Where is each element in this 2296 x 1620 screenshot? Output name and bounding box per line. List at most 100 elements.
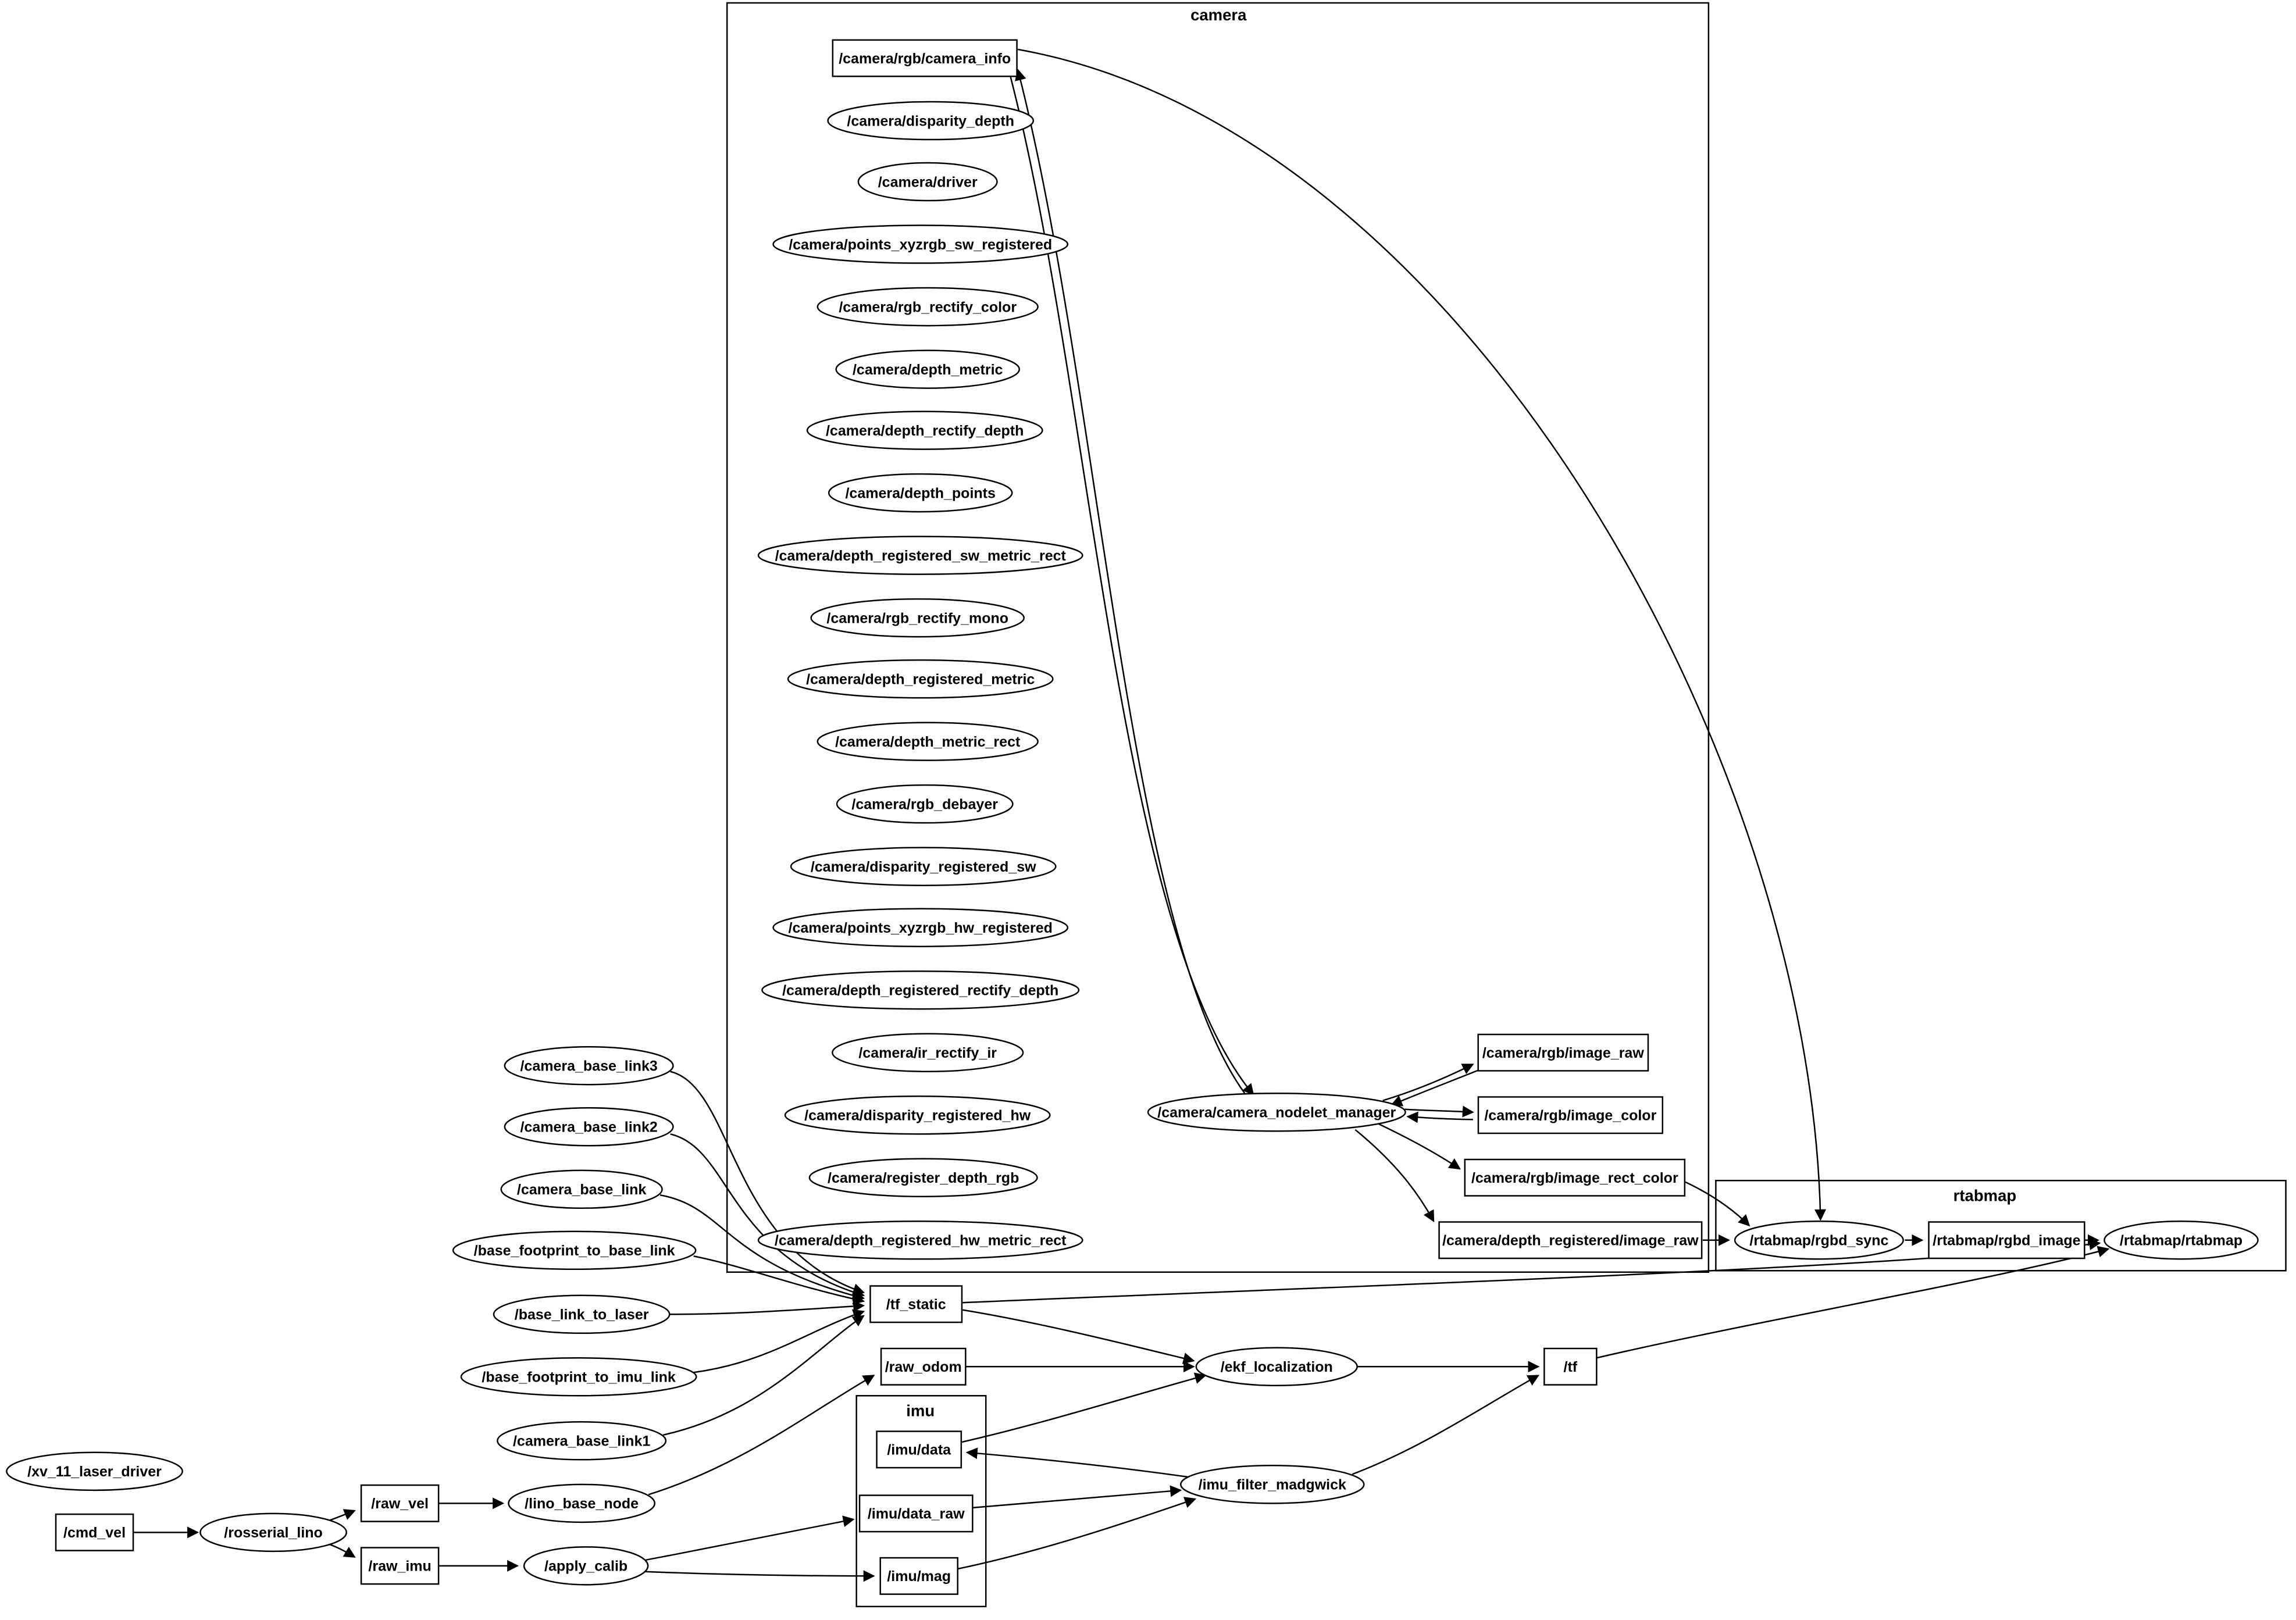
node-camera-points-xyzrgb-sw-registered-label: /camera/points_xyzrgb_sw_registered xyxy=(789,237,1052,253)
node-camera-depth-rectify-depth-label: /camera/depth_rectify_depth xyxy=(826,423,1024,439)
node-camera-base-link1: /camera_base_link1 xyxy=(497,1421,667,1461)
node-camera-depth-points-shape xyxy=(828,473,1013,513)
node-imu-mag-shape xyxy=(879,1557,958,1595)
node-camera-depth-points-label: /camera/depth_points xyxy=(845,485,995,501)
node-camera-depth-registered-image-raw: /camera/depth_registered/image_raw xyxy=(1438,1221,1703,1259)
node-camera-rgb-rectify-mono-label: /camera/rgb_rectify_mono xyxy=(826,610,1008,626)
node-rtabmap-rgbd-sync-shape xyxy=(1734,1221,1904,1260)
node-lino-base-node: /lino_base_node xyxy=(508,1483,656,1523)
edge-apply-calib-to-imu-data-raw xyxy=(645,1515,855,1561)
node-camera-depth-metric-label: /camera/depth_metric xyxy=(853,362,1003,378)
node-rosserial-lino-shape xyxy=(199,1512,347,1553)
node-tf-static: /tf_static xyxy=(869,1285,963,1323)
node-tf: /tf xyxy=(1543,1347,1598,1386)
node-camera-depth-rectify-depth: /camera/depth_rectify_depth xyxy=(806,411,1043,450)
node-camera-depth-registered-sw-metric-rect-label: /camera/depth_registered_sw_metric_rect xyxy=(775,548,1067,564)
edge-base-footprint-to-imu-link-to-tf-static xyxy=(693,1309,865,1373)
node-tf-shape xyxy=(1543,1347,1598,1386)
node-camera-disparity-depth-label: /camera/disparity_depth xyxy=(847,113,1014,129)
node-imu-data-raw-shape xyxy=(858,1494,974,1533)
node-rosserial-lino-label: /rosserial_lino xyxy=(224,1525,323,1541)
node-camera-depth-registered-metric: /camera/depth_registered_metric xyxy=(787,659,1054,699)
group-rtabmap: rtabmap xyxy=(1715,1180,2287,1272)
node-imu-filter-madgwick: /imu_filter_madgwick xyxy=(1180,1465,1365,1504)
node-ekf-localization: /ekf_localization xyxy=(1195,1347,1358,1387)
node-tf-label: /tf xyxy=(1564,1359,1578,1375)
edge-imu-data-raw-to-imu-filter-madgwick xyxy=(972,1485,1182,1509)
edge-rosserial-lino-to-raw-imu xyxy=(328,1543,356,1558)
node-camera-depth-registered-rectify-depth-label: /camera/depth_registered_rectify_depth xyxy=(782,982,1058,998)
edge-base-link-to-laser-to-tf-static xyxy=(667,1300,865,1315)
node-rtabmap-rgbd-image-shape xyxy=(1928,1221,2085,1259)
node-cmd-vel-shape xyxy=(55,1513,134,1551)
node-camera-base-link3: /camera_base_link3 xyxy=(504,1045,674,1086)
node-camera-disparity-registered-hw: /camera/disparity_registered_hw xyxy=(784,1095,1051,1135)
node-imu-data: /imu/data xyxy=(876,1430,962,1469)
node-camera-ir-rectify-ir-label: /camera/ir_rectify_ir xyxy=(858,1045,997,1061)
node-camera-rgb-debayer-shape xyxy=(836,784,1014,824)
node-camera-depth-metric: /camera/depth_metric xyxy=(835,349,1020,389)
node-camera-base-link2-shape xyxy=(504,1107,674,1147)
node-camera-disparity-registered-sw-label: /camera/disparity_registered_sw xyxy=(811,859,1036,875)
node-base-link-to-laser-label: /base_link_to_laser xyxy=(515,1307,649,1323)
node-apply-calib-label: /apply_calib xyxy=(544,1558,628,1575)
node-imu-data-raw-label: /imu/data_raw xyxy=(868,1506,965,1522)
node-imu-data-shape xyxy=(876,1430,962,1469)
node-xv-11-laser-driver-label: /xv_11_laser_driver xyxy=(27,1464,162,1480)
node-camera-rgb-debayer: /camera/rgb_debayer xyxy=(836,784,1014,824)
node-rtabmap-rtabmap-shape xyxy=(2104,1221,2259,1260)
node-camera-depth-registered-rectify-depth-shape xyxy=(761,970,1080,1010)
node-camera-depth-registered-metric-shape xyxy=(787,659,1054,699)
edge-camera-rgb-camera-info-to-rtabmap-rgbd-sync xyxy=(1018,48,1827,1221)
node-base-footprint-to-base-link-shape xyxy=(452,1230,697,1271)
edge-camera-camera-nodelet-manager-to-camera-rgb-camera-info xyxy=(1015,69,1246,1094)
group-rtabmap-label: rtabmap xyxy=(1953,1186,2017,1204)
node-camera-rgb-image-rect-color-shape xyxy=(1464,1158,1686,1197)
edge-base-footprint-to-base-link-to-tf-static xyxy=(693,1255,865,1305)
group-rtabmap-border xyxy=(1715,1180,2287,1272)
edge-camera-rgb-image-raw-to-camera-camera-nodelet-manager xyxy=(1390,1069,1479,1107)
group-imu-label: imu xyxy=(906,1401,935,1419)
node-raw-vel-label: /raw_vel xyxy=(371,1496,429,1512)
node-imu-mag-label: /imu/mag xyxy=(887,1568,951,1585)
node-camera-depth-metric-shape xyxy=(835,349,1020,389)
node-camera-depth-registered-image-raw-shape xyxy=(1438,1221,1703,1259)
node-apply-calib-shape xyxy=(523,1546,649,1586)
node-camera-depth-registered-rectify-depth: /camera/depth_registered_rectify_depth xyxy=(761,970,1080,1010)
edge-camera-camera-nodelet-manager-to-camera-rgb-image-rect-color xyxy=(1378,1123,1461,1170)
node-camera-depth-rectify-depth-shape xyxy=(806,411,1043,450)
node-tf-static-label: /tf_static xyxy=(886,1297,946,1313)
node-camera-disparity-registered-sw: /camera/disparity_registered_sw xyxy=(790,847,1057,886)
node-camera-depth-registered-sw-metric-rect: /camera/depth_registered_sw_metric_rect xyxy=(757,536,1083,575)
node-base-link-to-laser-shape xyxy=(493,1294,671,1334)
node-camera-rgb-image-raw-label: /camera/rgb/image_raw xyxy=(1482,1045,1644,1061)
node-raw-odom-label: /raw_odom xyxy=(885,1359,962,1375)
node-camera-disparity-registered-hw-shape xyxy=(784,1095,1051,1135)
node-camera-base-link: /camera_base_link xyxy=(500,1169,663,1209)
group-layer: camera rtabmap imu xyxy=(726,2,2287,1608)
node-imu-filter-madgwick-shape xyxy=(1180,1465,1365,1504)
node-camera-disparity-registered-hw-label: /camera/disparity_registered_hw xyxy=(804,1107,1031,1123)
node-ekf-localization-label: /ekf_localization xyxy=(1221,1359,1333,1375)
edge-imu-mag-to-imu-filter-madgwick xyxy=(958,1497,1197,1570)
node-camera-register-depth-rgb-label: /camera/register_depth_rgb xyxy=(828,1170,1019,1186)
edge-imu-filter-madgwick-to-tf xyxy=(1352,1375,1540,1475)
node-imu-data-raw: /imu/data_raw xyxy=(858,1494,974,1533)
node-camera-base-link2: /camera_base_link2 xyxy=(504,1107,674,1147)
group-imu: imu xyxy=(855,1395,987,1608)
node-cmd-vel: /cmd_vel xyxy=(55,1513,134,1551)
group-camera: camera xyxy=(726,2,1710,1273)
node-imu-data-label: /imu/data xyxy=(887,1442,951,1458)
node-camera-rgb-image-rect-color: /camera/rgb/image_rect_color xyxy=(1464,1158,1686,1197)
node-camera-depth-points: /camera/depth_points xyxy=(828,473,1013,513)
node-camera-rgb-rectify-color: /camera/rgb_rectify_color xyxy=(817,287,1039,327)
node-camera-rgb-rectify-mono-shape xyxy=(810,598,1025,638)
node-camera-register-depth-rgb: /camera/register_depth_rgb xyxy=(808,1158,1038,1198)
node-camera-rgb-rectify-color-shape xyxy=(817,287,1039,327)
node-camera-depth-metric-rect-shape xyxy=(817,722,1039,761)
edge-camera-base-link1-to-tf-static xyxy=(662,1315,865,1436)
edge-camera-base-link-to-tf-static xyxy=(659,1194,865,1301)
edge-layer xyxy=(134,48,2110,1582)
